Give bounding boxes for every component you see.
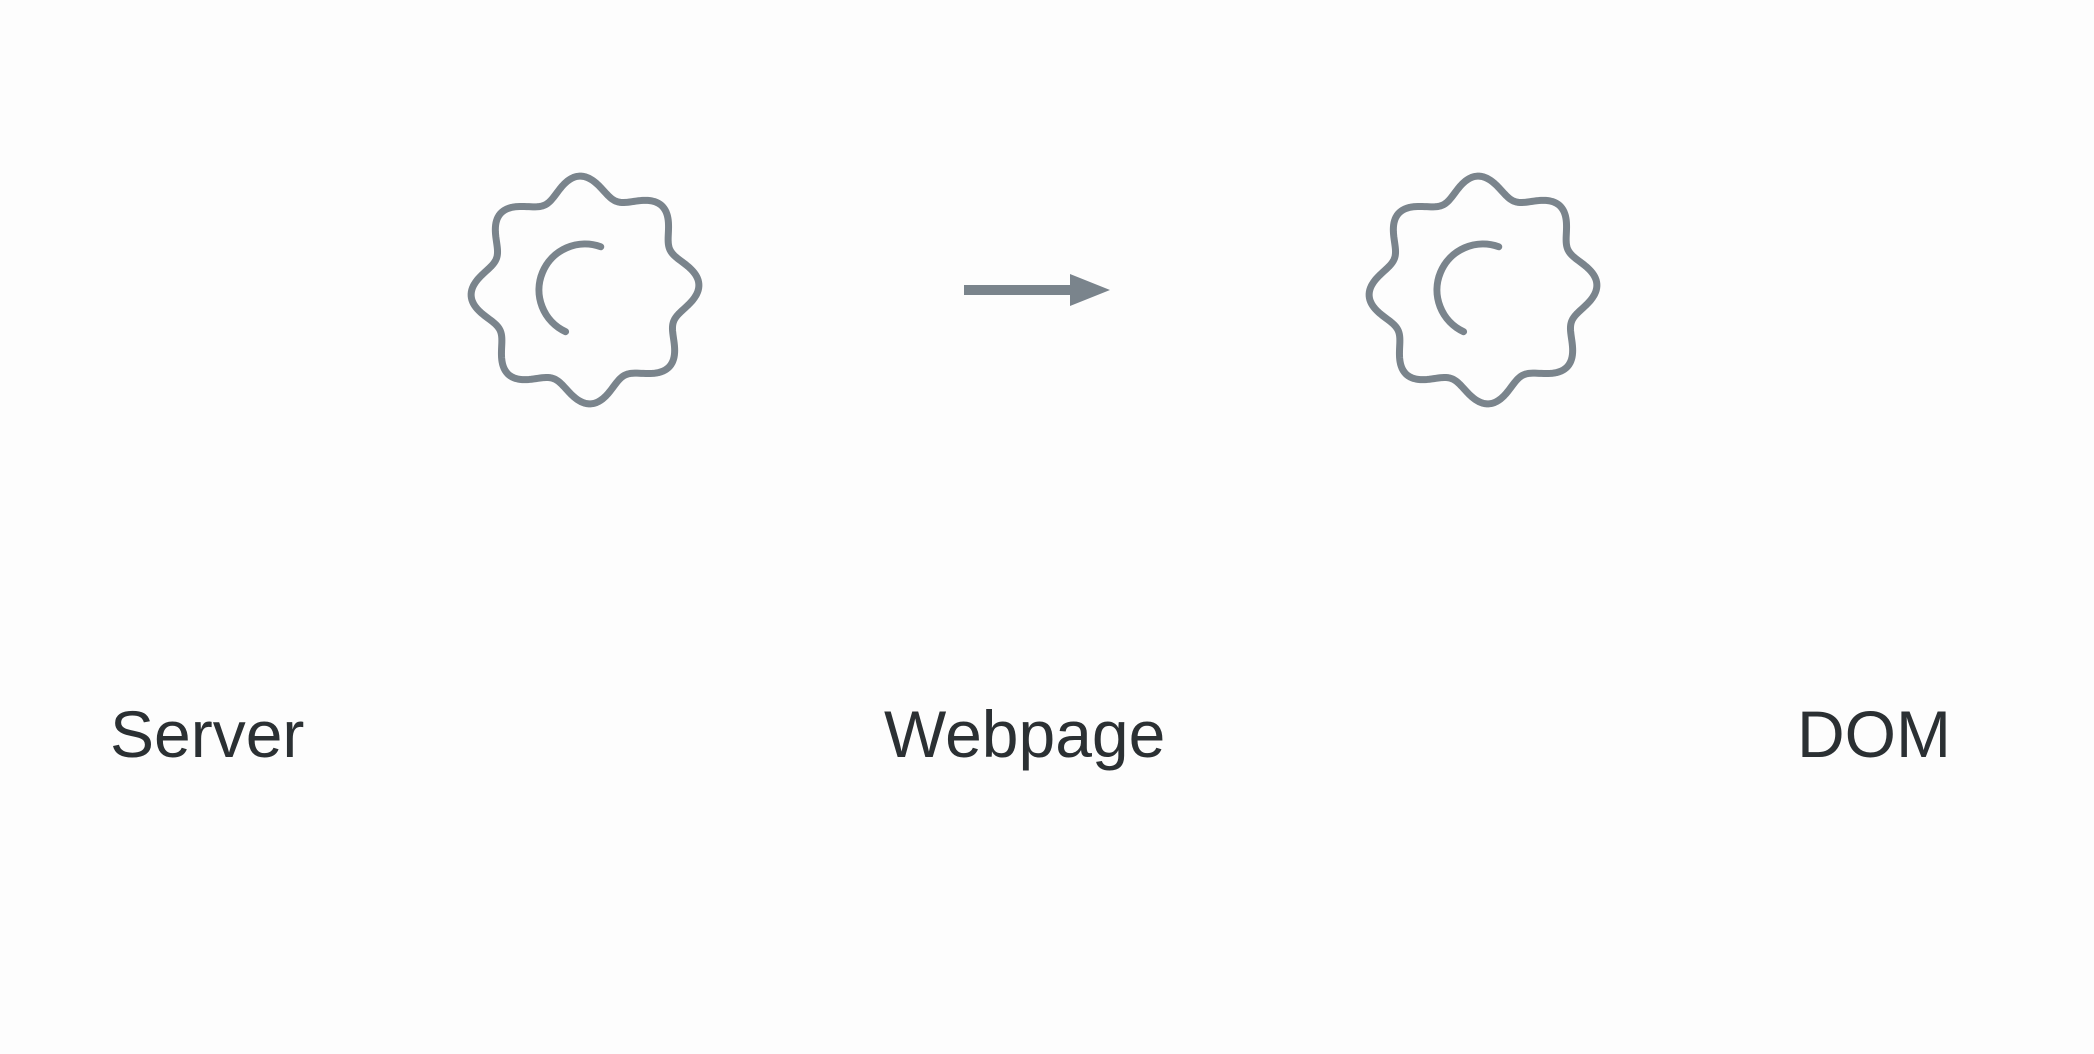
gear-svg <box>1365 172 1601 408</box>
spinner-arc <box>535 240 605 336</box>
arrow-head <box>1070 274 1110 306</box>
arrow-right-icon <box>960 268 1112 312</box>
gear-outline <box>1365 172 1601 408</box>
arrow-svg <box>964 274 1110 306</box>
dom-label: DOM <box>1797 697 1951 771</box>
spinner-arc <box>1433 240 1503 336</box>
server-label: Server <box>110 697 305 771</box>
loading-gear-icon <box>463 168 707 412</box>
webpage-label: Webpage <box>884 697 1166 771</box>
loading-gear-icon <box>1361 168 1605 412</box>
gear-outline <box>467 172 703 408</box>
gear-svg <box>467 172 703 408</box>
